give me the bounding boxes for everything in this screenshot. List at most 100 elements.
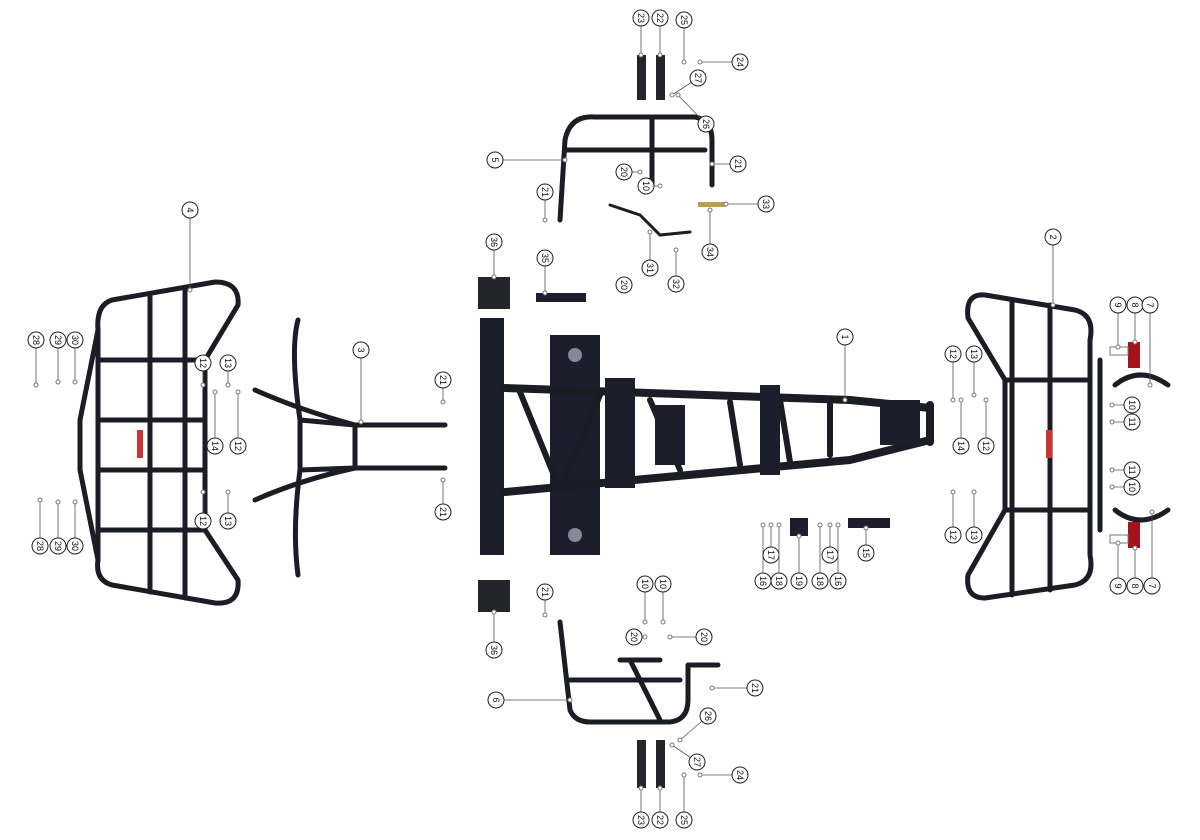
callout-circle [697, 115, 715, 133]
pad-part-36-bottom [478, 580, 510, 612]
callout-25: 25 [675, 772, 693, 829]
hardware-dot [642, 619, 648, 625]
bracket-part-15 [848, 518, 890, 528]
callout-number: 28 [31, 335, 41, 345]
hardware-dot [1115, 540, 1121, 546]
hardware-dot [677, 737, 683, 743]
callout-circle [66, 331, 84, 349]
callout-20: 20 [615, 276, 633, 294]
hardware-dot [55, 499, 61, 505]
callout-circle [636, 575, 654, 593]
callout-number: 12 [948, 530, 958, 540]
callout-15: 15 [857, 525, 875, 562]
callout-1: 1 [836, 328, 854, 403]
callout-circle [977, 437, 995, 455]
callout-circle [757, 195, 775, 213]
hardware-dot [1109, 467, 1115, 473]
callout-28: 28 [27, 331, 45, 388]
hardware-dot [567, 697, 573, 703]
callout-8: 8 [1126, 545, 1144, 595]
callout-number: 9 [1113, 302, 1123, 307]
hardware-dot [657, 52, 663, 58]
callout-10: 10 [654, 575, 672, 625]
hardware-dot [697, 59, 703, 65]
callout-21: 21 [709, 155, 747, 173]
callout-number: 23 [636, 815, 646, 825]
callout-circle [229, 437, 247, 455]
hardware-dot [707, 207, 713, 213]
hardware-dot [971, 392, 977, 398]
callout-number: 16 [758, 576, 768, 586]
hardware-dot [235, 389, 241, 395]
hardware-dot [817, 522, 823, 528]
callout-number: 13 [969, 530, 979, 540]
callout-21: 21 [536, 583, 554, 618]
callout-number: 21 [733, 159, 743, 169]
callout-circle [615, 276, 633, 294]
callout-circle [944, 526, 962, 544]
hardware-dot [842, 397, 848, 403]
callout-number: 17 [766, 550, 776, 560]
callout-number: 2 [1048, 234, 1058, 239]
hardware-dot [768, 522, 774, 528]
callout-12: 12 [977, 397, 995, 455]
callout-number: 23 [636, 13, 646, 23]
callout-circle [829, 572, 847, 590]
callout-number: 7 [1145, 302, 1155, 307]
callout-16: 16 [829, 522, 847, 590]
callout-circle [434, 371, 452, 389]
callout-number: 18 [774, 576, 784, 586]
callout-number: 7 [1147, 583, 1157, 588]
hardware-dot [72, 499, 78, 505]
callout-number: 30 [70, 541, 80, 551]
callout-10: 10 [636, 575, 654, 625]
hardware-dot [1109, 402, 1115, 408]
callout-circle [1123, 461, 1141, 479]
callout-number: 28 [35, 541, 45, 551]
callout-13: 13 [219, 489, 237, 530]
callout-12: 12 [229, 389, 247, 455]
callout-4: 4 [181, 201, 199, 293]
callout-14: 14 [206, 389, 224, 455]
callout-number: 14 [956, 441, 966, 451]
callout-circle [675, 11, 693, 29]
hardware-dot [709, 161, 715, 167]
hardware-dot [681, 59, 687, 65]
hardware-dot [675, 92, 681, 98]
callout-21: 21 [434, 477, 452, 521]
strap-part-23-bottom [637, 740, 646, 788]
hardware-dot [200, 382, 206, 388]
hardware-dot [657, 183, 663, 189]
callout-circle [701, 243, 719, 261]
hardware-dot [669, 92, 675, 98]
callout-number: 1 [840, 334, 850, 339]
hardware-dot [638, 52, 644, 58]
callout-circle [699, 707, 717, 725]
callout-circle [194, 512, 212, 530]
hardware-dot [669, 742, 675, 748]
callout-13: 13 [965, 345, 983, 398]
hardware-dot [440, 399, 446, 405]
hardware-dot [657, 785, 663, 791]
callout-circle [944, 345, 962, 363]
callout-number: 31 [645, 263, 655, 273]
rear-rack-part-2 [965, 292, 1171, 601]
callout-number: 13 [223, 516, 233, 526]
hardware-dot [863, 525, 869, 531]
callout-12: 12 [944, 345, 962, 403]
callout-24: 24 [697, 53, 749, 71]
callout-14: 14 [952, 397, 970, 455]
callout-circle [49, 537, 67, 555]
hardware-dot [796, 533, 802, 539]
callout-circle [651, 811, 669, 829]
callout-17: 17 [762, 522, 780, 564]
hardware-dot [542, 612, 548, 618]
callout-20: 20 [625, 628, 648, 646]
callout-number: 12 [233, 441, 243, 451]
callout-circle [486, 151, 504, 169]
callout-circle [729, 155, 747, 173]
callout-30: 30 [66, 331, 84, 385]
hardware-dot [667, 634, 673, 640]
hardware-dot [827, 522, 833, 528]
